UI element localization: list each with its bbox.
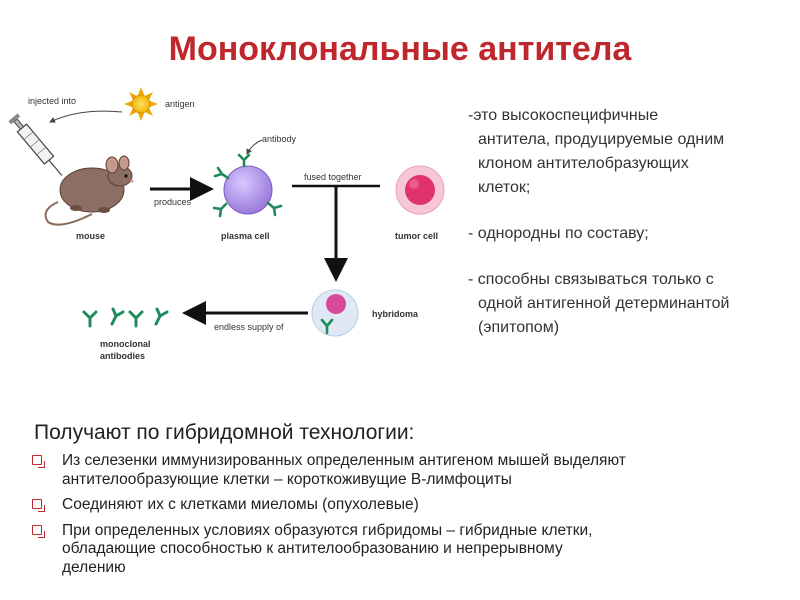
mouse-label: mouse [76,231,105,241]
checkbox-bullet-icon [32,499,45,512]
monoclonal-label-line2: antibodies [100,351,145,361]
mouse-icon [44,155,134,226]
checkbox-bullet-icon [32,455,45,468]
section-heading: Получают по гибридомной технологии: [34,421,415,444]
definition-line-6: - способны связываться только с [468,271,714,288]
plasma-cell [223,165,273,215]
injected-arrow [49,110,123,123]
bullet-3-line-2: обладающие способностью к антителообразо… [62,540,563,557]
definition-line-2: антитела, продуцируемые одним [478,131,725,148]
antigen-icon [124,87,158,121]
bullet-item-1: Из селезенки иммунизированных определенн… [30,452,770,489]
hybridoma-label: hybridoma [372,309,419,319]
monoclonal-antibodies [82,307,169,328]
endless-supply-label: endless supply of [214,322,284,332]
tumor-cell-label: tumor cell [395,231,438,241]
antibody-label: antibody [262,134,297,144]
bullet-3-line-3: делению [62,558,126,576]
plasma-cell-label: plasma cell [221,231,270,241]
definition-line-5: - однородны по составу; [468,225,649,242]
bullet-item-3: При определенных условиях образуются гиб… [30,522,770,578]
antigen-label: antigen [165,99,195,109]
syringe-icon [8,113,63,176]
bullet-list: Из селезенки иммунизированных определенн… [30,452,770,584]
definition-line-7: одной антигенной детерминантой [478,295,730,312]
produces-label: produces [154,197,192,207]
hybridoma-cell [311,289,359,337]
bullet-3-line-1: При определенных условиях образуются гиб… [62,521,593,539]
bullet-1-line-1: Из селезенки иммунизированных определенн… [62,452,626,469]
bullet-2-line-1: Соединяют их с клетками миеломы (опухоле… [62,496,419,513]
definition-line-8: (эпитопом) [478,319,560,336]
definition-line-1: -это высокоспецифичные [468,107,659,124]
definition-block: -это высокоспецифичные антитела, продуци… [468,104,798,340]
antibody-pointer [246,139,263,155]
hybridoma-antibody [320,318,334,335]
tumor-cell [395,165,445,215]
definition-line-4: клеток; [478,179,531,196]
injected-into-label: injected into [28,96,76,106]
bullet-1-line-2: антителообразующие клетки – короткоживущ… [62,470,512,488]
monoclonal-label-line1: monoclonal [100,339,151,349]
plasma-antibodies [212,153,283,218]
page-title: Моноклональные антитела [168,30,632,68]
checkbox-bullet-icon [32,524,45,538]
bullet-item-2: Соединяют их с клетками миеломы (опухоле… [30,496,770,515]
fused-together-label: fused together [304,172,362,182]
definition-line-3: клоном антителобразующих [478,155,689,172]
